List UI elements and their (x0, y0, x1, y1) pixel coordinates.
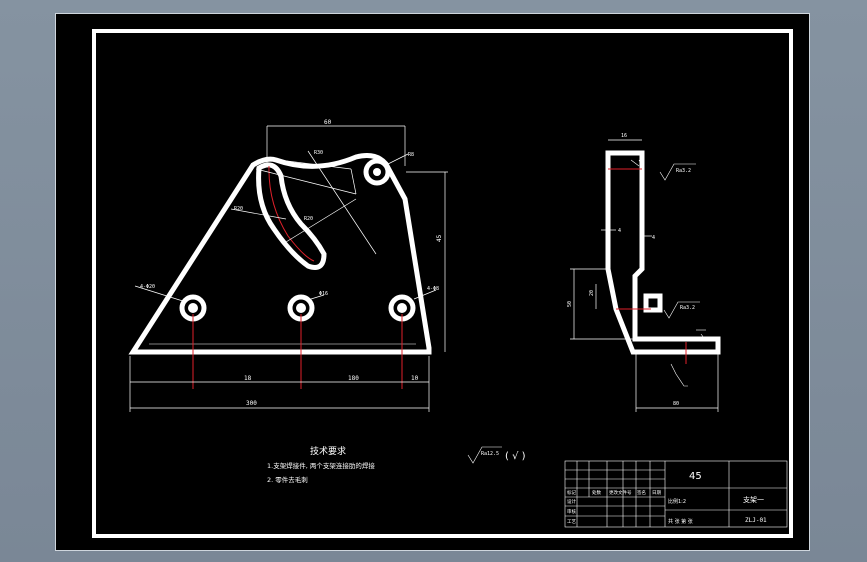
tb-r1c4: 签名 (637, 489, 646, 496)
dim-side-h: 50 (567, 301, 573, 307)
tb-r1c2: 处数 (592, 489, 601, 496)
title-block: 标记 处数 更改文件号 签名 日期 设计 审核 工艺 45 比例1:2 共 张 … (564, 460, 788, 528)
tb-sheet: 共 张 第 张 (668, 518, 693, 525)
roughness-check: ( √ ) (505, 451, 526, 462)
general-roughness: Ra12.5 ( √ ) (467, 446, 526, 464)
dim-r4: R30 (314, 150, 323, 156)
dim-hole-left: 4-Φ20 (140, 284, 155, 290)
dim-r2: R20 (234, 206, 243, 212)
tb-scale: 比例1:2 (668, 498, 686, 505)
dim-side-b: 80 (673, 401, 679, 407)
dim-side-w: 4 (618, 228, 621, 234)
side-view: 16 50 20 80 4 4 Ra3.2 Ra3.2 (567, 133, 721, 412)
roughness-general: Ra12.5 (481, 451, 499, 457)
dim-height: 45 (436, 234, 443, 242)
dim-r1: R8 (408, 152, 414, 158)
tb-r3: 审核 (567, 508, 576, 515)
dim-hole-right: 4-Φ8 (427, 286, 439, 292)
tb-material: 45 (689, 471, 702, 482)
roughness-side-1: Ra3.2 (676, 168, 691, 174)
drawing-frame (92, 29, 793, 538)
front-view: 60 45 18 180 10 300 4-Φ20 Φ16 4-Φ8 (128, 119, 448, 412)
tech-requirements: 技术要求 1.支架焊接件, 两个支架连接肋的焊接 2. 零件去毛刺 (267, 445, 375, 484)
tb-date: 日期 (652, 490, 661, 496)
tb-r2: 设计 (567, 498, 576, 505)
tech-title: 技术要求 (310, 445, 346, 457)
tb-r1c1: 标记 (567, 489, 576, 496)
dim-bottom-3: 10 (411, 375, 419, 382)
drawing-canvas[interactable]: 60 45 18 180 10 300 4-Φ20 Φ16 4-Φ8 (55, 13, 810, 551)
tb-r4: 工艺 (567, 519, 576, 525)
dim-side-h2: 20 (589, 290, 595, 296)
curved-slot (256, 162, 327, 270)
engineering-drawing: 60 45 18 180 10 300 4-Φ20 Φ16 4-Φ8 (92, 29, 793, 538)
dim-bottom-1: 18 (244, 375, 252, 382)
dim-total: 300 (246, 400, 257, 407)
tb-drawing-number: ZLJ-01 (745, 517, 767, 524)
dim-hole-mid: Φ16 (319, 291, 328, 297)
dim-r3: R20 (304, 216, 313, 222)
tech-req-1: 1.支架焊接件, 两个支架连接肋的焊接 (267, 461, 375, 470)
tech-req-2: 2. 零件去毛刺 (267, 475, 308, 484)
dim-top: 60 (324, 119, 332, 126)
roughness-side-2: Ra3.2 (680, 305, 695, 311)
dim-bottom-2: 180 (348, 375, 359, 382)
side-view-outline (605, 150, 721, 355)
dim-side-w2: 4 (652, 235, 655, 241)
dim-side-top: 16 (621, 133, 627, 139)
tb-part-name: 支架一 (743, 495, 764, 504)
top-hole (363, 158, 391, 186)
tb-r1c3: 更改文件号 (609, 489, 632, 496)
